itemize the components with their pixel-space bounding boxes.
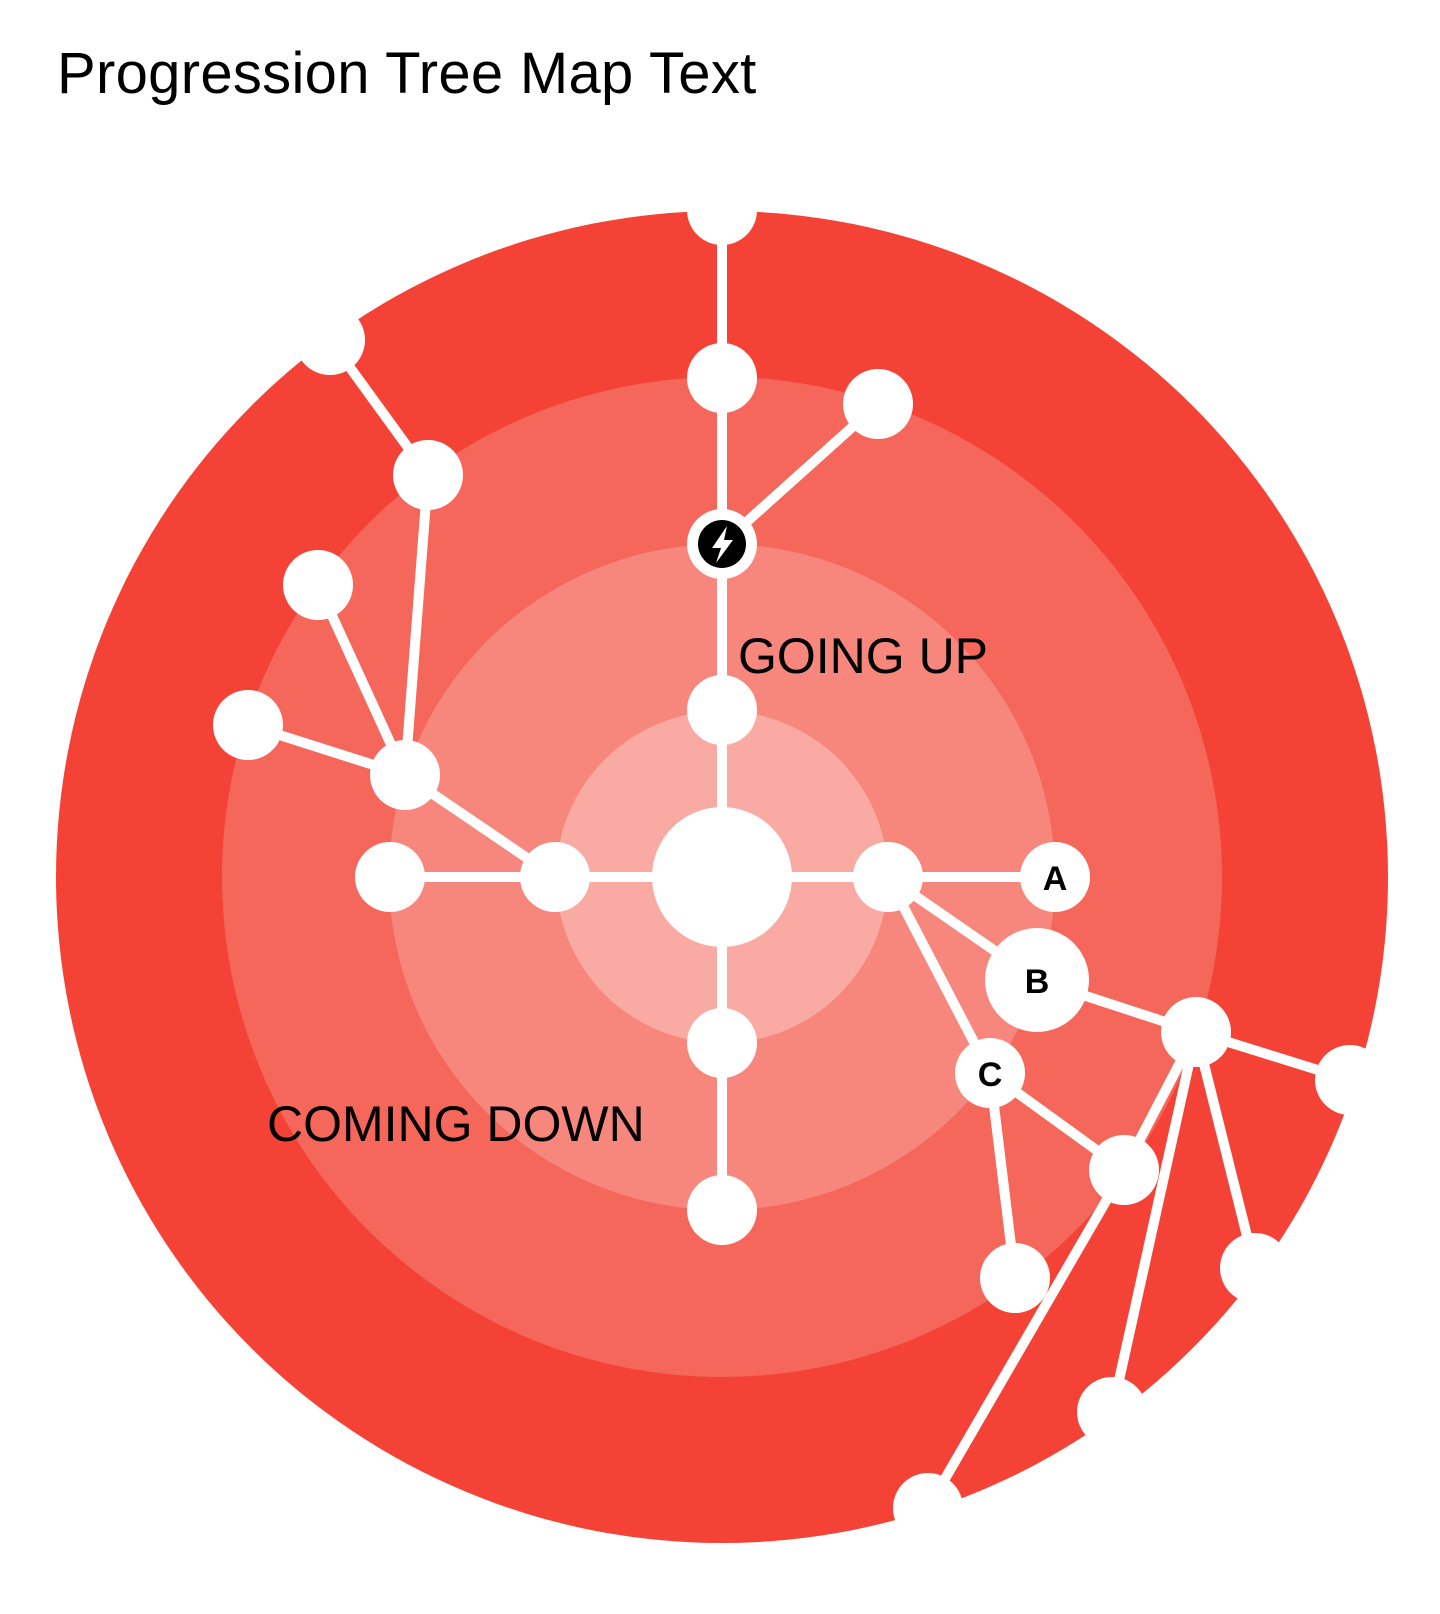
link	[1191, 1027, 1260, 1273]
tree-node[interactable]	[1161, 997, 1231, 1067]
node-a-label: A	[1043, 860, 1068, 898]
page-title: Progression Tree Map Text	[57, 41, 757, 106]
tree-node[interactable]	[370, 740, 440, 810]
going-up-label: GOING UP	[738, 628, 988, 684]
node-a-circle	[1020, 842, 1090, 912]
tree-node[interactable]	[893, 1473, 963, 1543]
tree-node[interactable]	[1077, 1377, 1147, 1447]
tree-node[interactable]	[687, 1008, 757, 1078]
tree-node[interactable]	[980, 1243, 1050, 1313]
tree-node[interactable]	[687, 675, 757, 745]
tree-node[interactable]	[1089, 1135, 1159, 1205]
tree-node[interactable]	[393, 440, 463, 510]
tree-node[interactable]	[520, 842, 590, 912]
node-a[interactable]: A	[1020, 842, 1090, 912]
link	[1107, 1027, 1201, 1417]
link	[883, 872, 995, 1078]
node-c-label: C	[978, 1056, 1003, 1094]
tree-node[interactable]	[853, 842, 923, 912]
tree-node[interactable]	[843, 369, 913, 439]
lightning-node[interactable]	[687, 509, 757, 579]
tree-node[interactable]	[355, 842, 425, 912]
tree-node[interactable]	[283, 550, 353, 620]
node-b-circle	[985, 928, 1089, 1032]
lightning-bolt-icon	[712, 526, 733, 563]
tree-node[interactable]	[687, 175, 757, 245]
tree-node[interactable]	[295, 305, 365, 375]
node-b-label: B	[1025, 963, 1050, 1001]
tree-node[interactable]	[1220, 1233, 1290, 1303]
node-b[interactable]: B	[985, 928, 1089, 1032]
tree-node[interactable]	[1315, 1045, 1385, 1115]
coming-down-label: COMING DOWN	[267, 1096, 645, 1152]
link	[400, 470, 433, 780]
tree-nodes	[213, 175, 1385, 1543]
node-c[interactable]: C	[955, 1038, 1025, 1108]
link	[923, 1165, 1129, 1513]
center-node[interactable]	[652, 807, 792, 947]
node-c-circle	[955, 1038, 1025, 1108]
tree-node[interactable]	[213, 690, 283, 760]
tree-node[interactable]	[687, 1175, 757, 1245]
tree-node[interactable]	[687, 343, 757, 413]
